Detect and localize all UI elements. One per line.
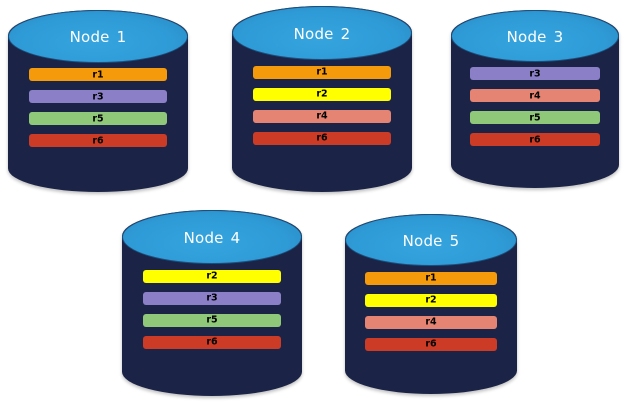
database-node-5[interactable]: Node 5 r1 r2 r4 r6 bbox=[345, 214, 517, 394]
node-label: Node 1 bbox=[70, 28, 127, 46]
replica-label: r6 bbox=[92, 135, 104, 147]
replica-label: r3 bbox=[92, 91, 104, 103]
replica-bar-r4[interactable]: r4 bbox=[252, 109, 392, 123]
replica-bar-r4[interactable]: r4 bbox=[364, 315, 498, 329]
replica-bar-r4[interactable]: r4 bbox=[470, 88, 600, 102]
replica-label: r5 bbox=[529, 112, 541, 124]
node-cylinder-top: Node 2 bbox=[232, 6, 412, 60]
replica-list: r1 r2 r4 r6 bbox=[252, 65, 392, 145]
node-label-number: 1 bbox=[116, 28, 127, 47]
node-cylinder-top: Node 5 bbox=[345, 214, 517, 267]
replica-bar-r2[interactable]: r2 bbox=[364, 293, 498, 307]
node-label-number: 2 bbox=[340, 24, 351, 43]
database-node-1[interactable]: Node 1 r1 r3 r5 r6 bbox=[8, 10, 188, 192]
node-label-text: Node bbox=[69, 28, 110, 47]
replica-bar-r6[interactable]: r6 bbox=[470, 132, 600, 146]
replica-label: r2 bbox=[206, 270, 218, 282]
replica-label: r3 bbox=[529, 68, 541, 80]
node-cylinder-top: Node 3 bbox=[451, 10, 619, 62]
replica-label: r5 bbox=[206, 314, 218, 326]
replica-label: r3 bbox=[206, 292, 218, 304]
replica-label: r4 bbox=[425, 316, 437, 328]
node-label-number: 4 bbox=[230, 228, 241, 247]
replica-bar-r6[interactable]: r6 bbox=[142, 335, 282, 349]
replica-label: r1 bbox=[92, 69, 104, 81]
node-label-text: Node bbox=[293, 24, 334, 43]
replica-bar-r1[interactable]: r1 bbox=[252, 65, 392, 79]
replica-label: r5 bbox=[92, 113, 104, 125]
replica-bar-r3[interactable]: r3 bbox=[28, 90, 168, 104]
node-label-number: 5 bbox=[449, 232, 460, 251]
replica-bar-r5[interactable]: r5 bbox=[28, 112, 168, 126]
database-node-2[interactable]: Node 2 r1 r2 r4 r6 bbox=[232, 6, 412, 192]
replica-label: r1 bbox=[425, 272, 437, 284]
replica-bar-r3[interactable]: r3 bbox=[142, 291, 282, 305]
replica-label: r1 bbox=[316, 66, 328, 78]
replica-list: r1 r3 r5 r6 bbox=[28, 68, 168, 148]
replica-label: r6 bbox=[529, 134, 541, 146]
replica-bar-r5[interactable]: r5 bbox=[470, 110, 600, 124]
node-cylinder-top: Node 4 bbox=[122, 210, 302, 264]
replica-bar-r1[interactable]: r1 bbox=[364, 271, 498, 285]
database-node-4[interactable]: Node 4 r2 r3 r5 r6 bbox=[122, 210, 302, 396]
replica-label: r4 bbox=[529, 90, 541, 102]
replica-label: r6 bbox=[425, 338, 437, 350]
replica-bar-r5[interactable]: r5 bbox=[142, 313, 282, 327]
replica-bar-r2[interactable]: r2 bbox=[252, 87, 392, 101]
node-label-number: 3 bbox=[553, 27, 564, 46]
replica-bar-r6[interactable]: r6 bbox=[252, 131, 392, 145]
node-label: Node 5 bbox=[403, 232, 460, 250]
replica-label: r6 bbox=[206, 336, 218, 348]
node-label-text: Node bbox=[402, 232, 443, 251]
replica-bar-r6[interactable]: r6 bbox=[364, 337, 498, 351]
replica-label: r2 bbox=[425, 294, 437, 306]
node-label: Node 2 bbox=[294, 25, 351, 43]
replica-list: r1 r2 r4 r6 bbox=[364, 271, 498, 351]
node-label-text: Node bbox=[183, 228, 224, 247]
database-node-3[interactable]: Node 3 r3 r4 r5 r6 bbox=[451, 10, 619, 188]
node-label: Node 3 bbox=[507, 28, 564, 46]
node-label: Node 4 bbox=[184, 229, 241, 247]
replica-label: r4 bbox=[316, 110, 328, 122]
replica-bar-r2[interactable]: r2 bbox=[142, 269, 282, 283]
node-label-text: Node bbox=[506, 27, 547, 46]
node-cylinder-top: Node 1 bbox=[8, 10, 188, 63]
replica-list: r2 r3 r5 r6 bbox=[142, 269, 282, 349]
replica-list: r3 r4 r5 r6 bbox=[470, 66, 600, 146]
replica-label: r6 bbox=[316, 132, 328, 144]
replica-bar-r6[interactable]: r6 bbox=[28, 134, 168, 148]
replica-label: r2 bbox=[316, 88, 328, 100]
replica-bar-r1[interactable]: r1 bbox=[28, 68, 168, 82]
replica-bar-r3[interactable]: r3 bbox=[470, 66, 600, 80]
